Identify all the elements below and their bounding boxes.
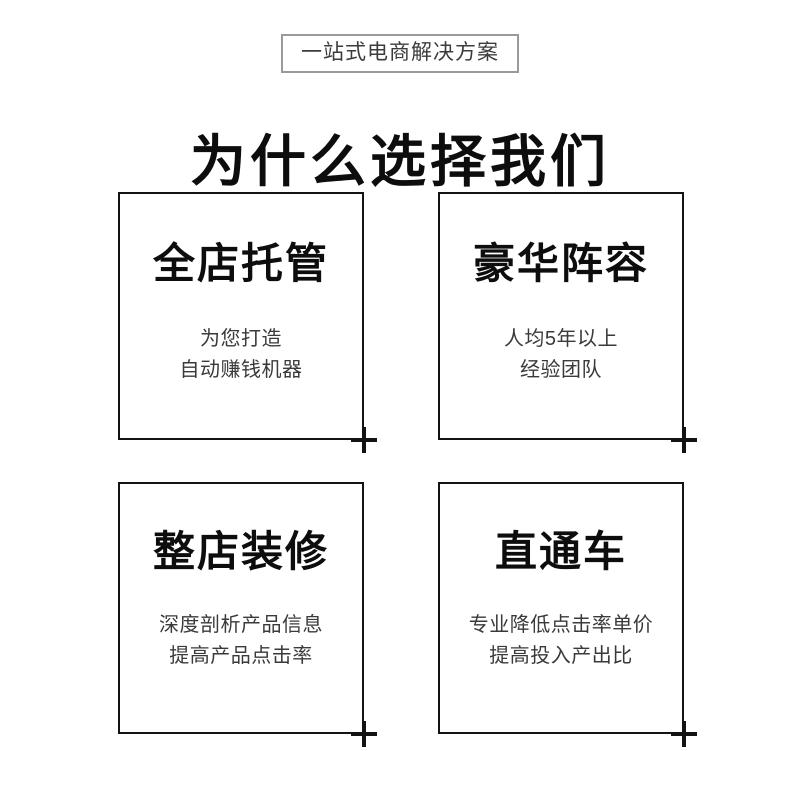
card-subtitle: 为您打造 自动赚钱机器 [180,324,303,386]
eyebrow-wrapper: 一站式电商解决方案 [0,34,800,74]
page-title: 为什么选择我们 [190,129,610,193]
card-subtitle: 人均5年以上 经验团队 [504,324,618,386]
card-subtitle-line-2: 自动赚钱机器 [179,359,303,381]
card-title: 直通车 [494,528,627,575]
card-title: 整店装修 [152,528,329,575]
card-subtitle: 深度剖析产品信息 提高产品点击率 [159,610,323,672]
feature-card-zheng-dian-zhuang-xiu[interactable]: 整店装修 深度剖析产品信息 提高产品点击率 [118,482,364,734]
card-subtitle-line-1: 为您打造 [200,328,282,350]
feature-card-zhi-tong-che[interactable]: 直通车 专业降低点击率单价 提高投入产出比 [438,482,684,734]
card-subtitle-line-1: 专业降低点击率单价 [468,614,654,636]
card-content: 全店托管 为您打造 自动赚钱机器 [120,194,362,438]
card-subtitle-line-2: 提高产品点击率 [169,645,313,667]
feature-card-quan-dian-tuo-guan[interactable]: 全店托管 为您打造 自动赚钱机器 [118,192,364,440]
card-title: 豪华阵容 [472,240,649,287]
card-subtitle-line-2: 提高投入产出比 [489,645,633,667]
feature-card-grid: 全店托管 为您打造 自动赚钱机器 豪华阵容 人均5年以上 经验团队 整店装修 [118,192,697,747]
card-subtitle-line-1: 深度剖析产品信息 [159,614,323,636]
feature-card-hao-hua-zhen-rong[interactable]: 豪华阵容 人均5年以上 经验团队 [438,192,684,440]
card-content: 整店装修 深度剖析产品信息 提高产品点击率 [120,484,362,732]
card-subtitle-line-2: 经验团队 [520,359,602,381]
card-subtitle-line-1: 人均5年以上 [503,328,619,350]
card-subtitle: 专业降低点击率单价 提高投入产出比 [469,610,654,672]
card-content: 豪华阵容 人均5年以上 经验团队 [440,194,682,438]
card-content: 直通车 专业降低点击率单价 提高投入产出比 [440,484,682,732]
eyebrow-badge: 一站式电商解决方案 [281,34,519,74]
card-title: 全店托管 [152,240,329,287]
